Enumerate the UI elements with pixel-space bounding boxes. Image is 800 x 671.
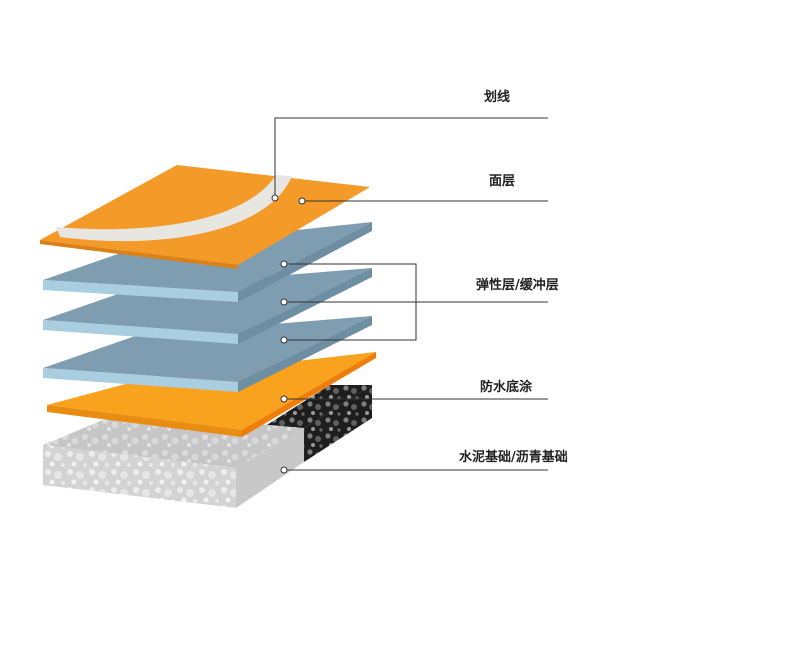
surface-layer: [40, 165, 370, 269]
primer-edge: [242, 352, 376, 437]
elastic-layer-1-side: [238, 222, 372, 302]
circle-dot-icon: [280, 298, 288, 306]
primer-side: [47, 405, 242, 437]
asphalt-base-side: [304, 385, 372, 462]
leader-markers: [271, 194, 306, 474]
asphalt-base-block: [262, 385, 372, 462]
surface-layer-edge: [40, 240, 238, 269]
concrete-base-side: [236, 428, 304, 508]
asphalt-base-top: [262, 385, 372, 428]
label-marking: 划线: [484, 90, 511, 105]
concrete-base-block: [43, 412, 304, 508]
label-surface-layer: 面层: [489, 174, 516, 189]
elastic-layer-2-side: [238, 268, 372, 344]
elastic-layer-2-front: [43, 320, 238, 344]
elastic-layer-2-top: [43, 268, 372, 334]
circle-dot-icon: [280, 466, 288, 474]
elastic-layer-3-front: [43, 368, 238, 392]
circle-dot-icon: [280, 336, 288, 344]
marking-line-stripe: [56, 175, 292, 242]
concrete-base-front: [43, 445, 236, 508]
label-elastic-buffer-layer: 弹性层/缓冲层: [476, 278, 559, 293]
circle-dot-icon: [271, 194, 279, 202]
leader-marking: [274, 117, 548, 198]
primer-top: [47, 352, 376, 430]
circle-dot-icon: [280, 395, 288, 403]
leader-lines: [274, 117, 548, 471]
elastic-layer-1-front: [43, 280, 238, 302]
circle-dot-icon: [298, 197, 306, 205]
label-waterproof-primer: 防水底涂: [480, 380, 533, 395]
elastic-layer-3-top: [43, 316, 372, 382]
label-base: 水泥基础/沥青基础: [459, 450, 568, 465]
elastic-layer-2: [43, 268, 372, 344]
circle-dot-icon: [280, 260, 288, 268]
elastic-layer-3-side: [238, 316, 372, 392]
waterproof-primer-layer: [47, 352, 376, 437]
elastic-layer-3: [43, 316, 372, 392]
